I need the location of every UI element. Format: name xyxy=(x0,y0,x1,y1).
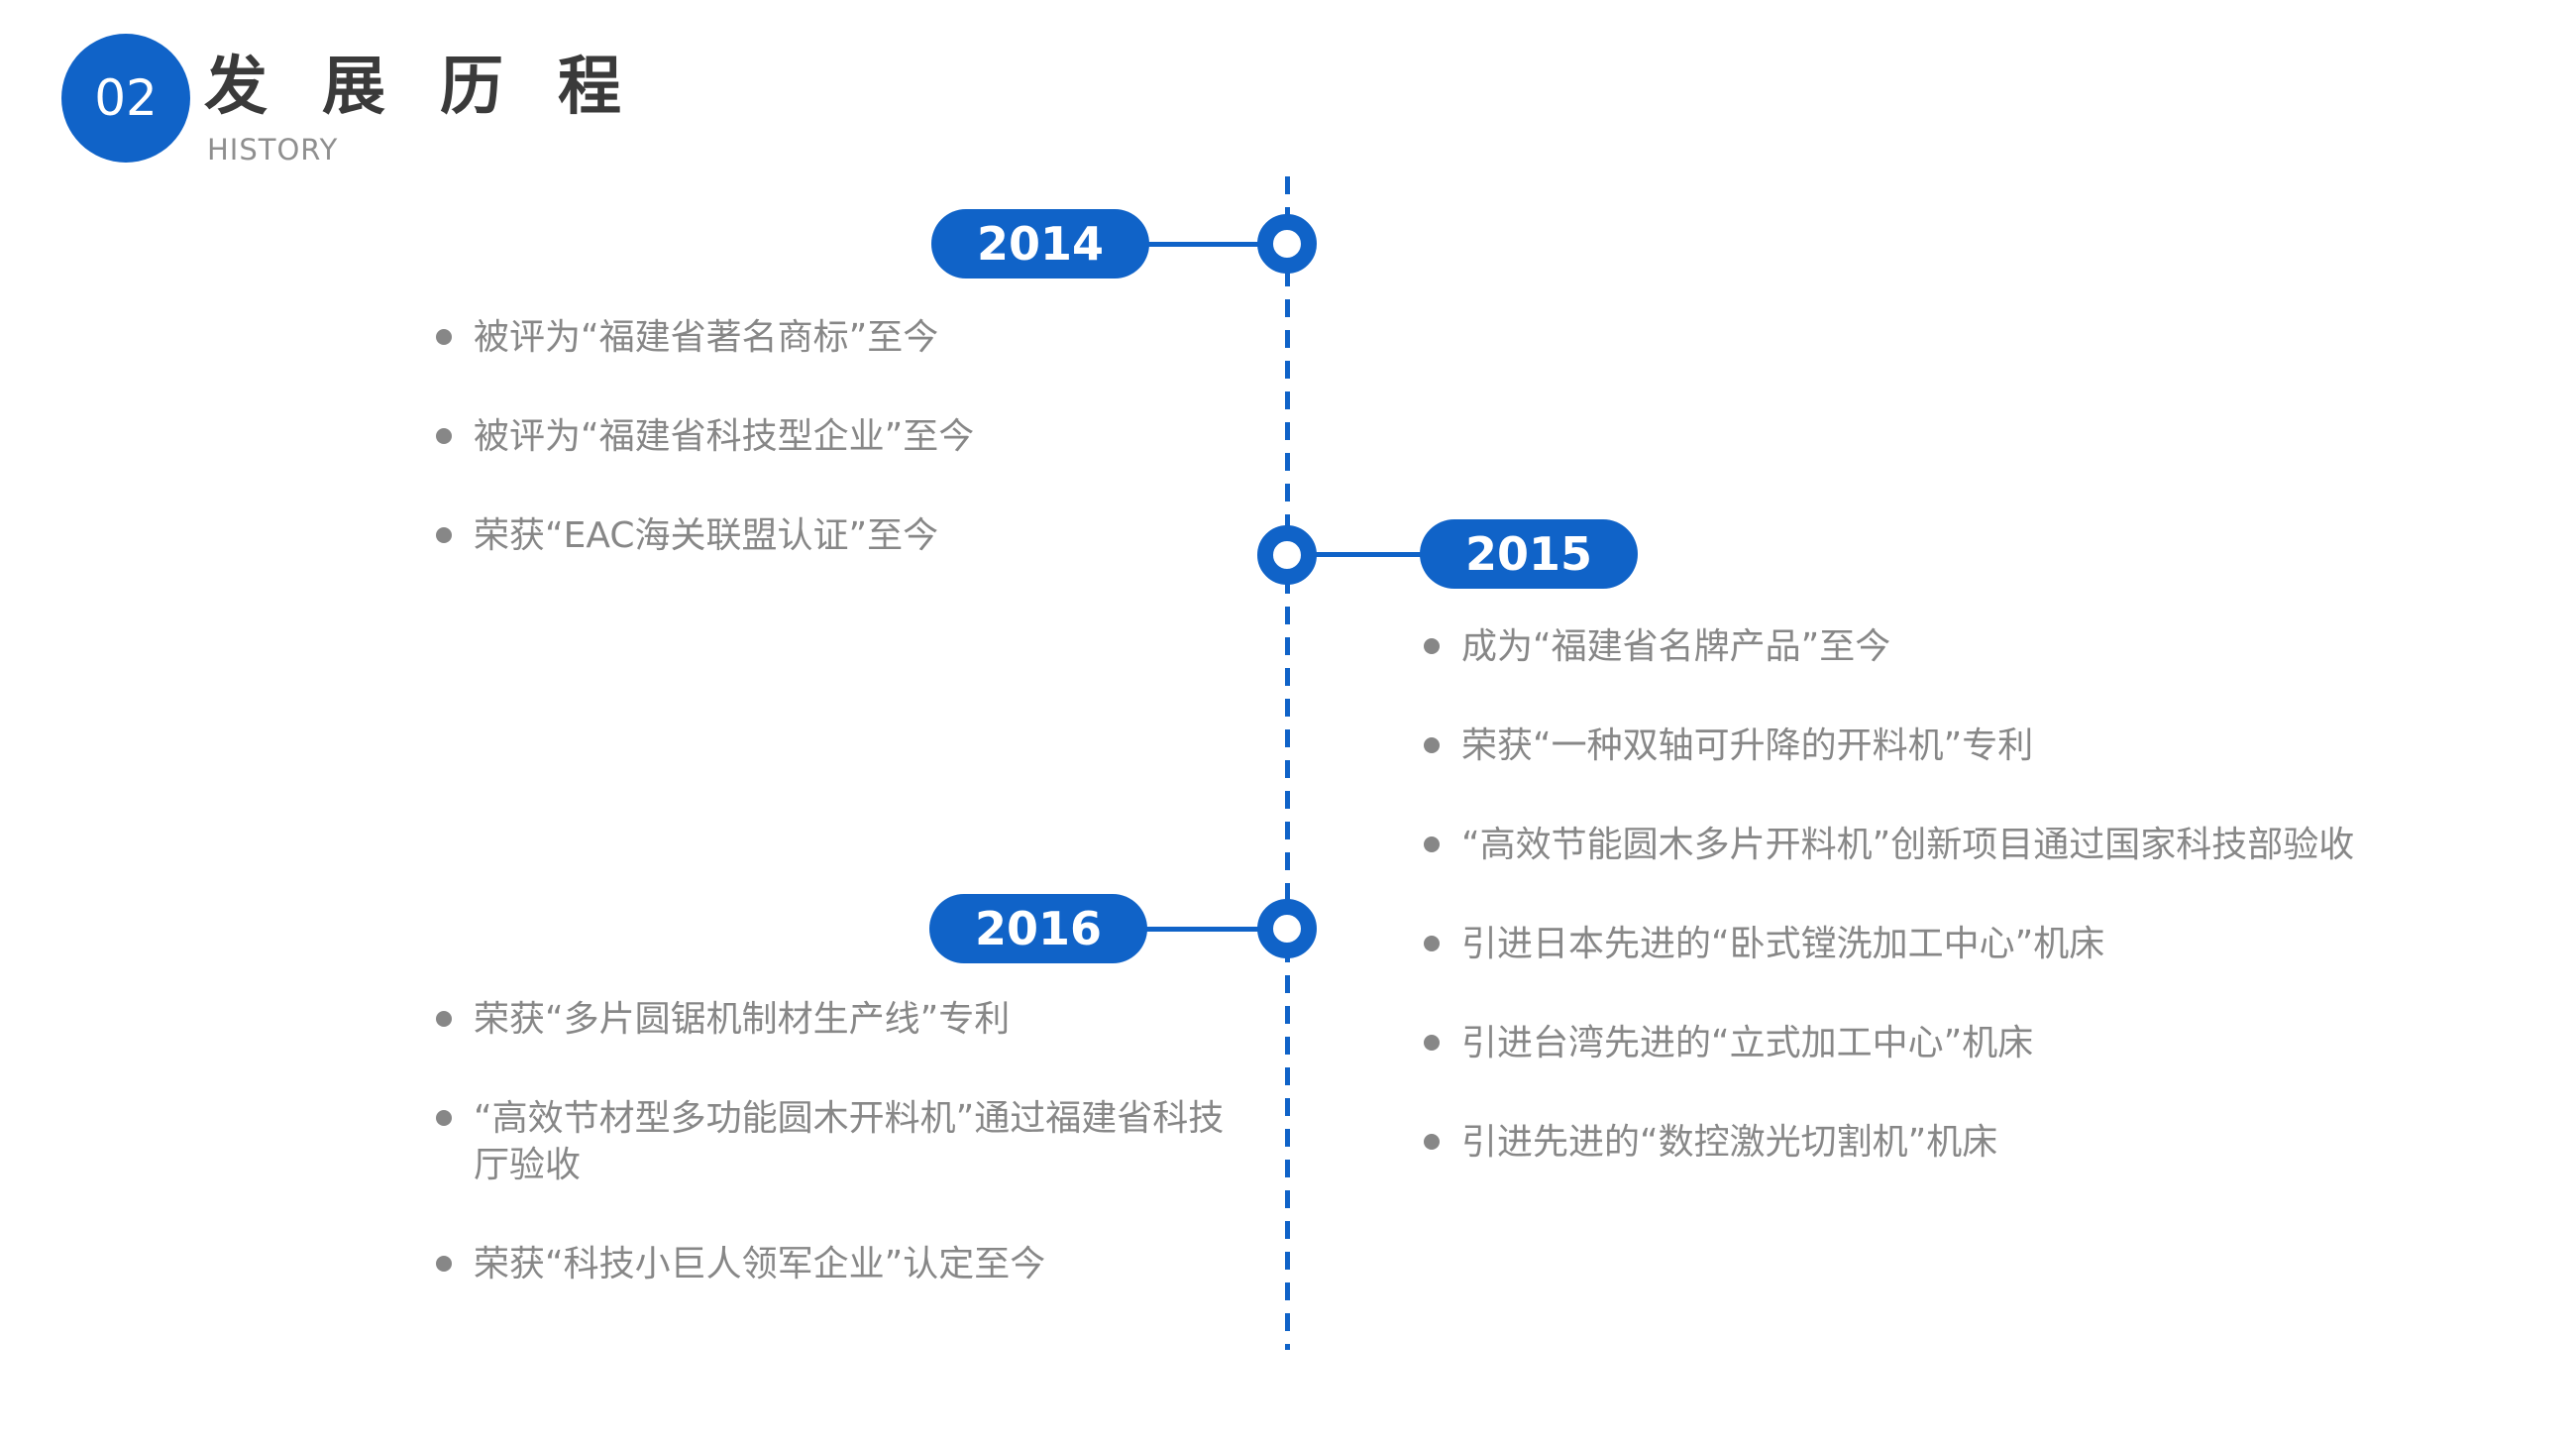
list-item: 荣获“一种双轴可升降的开料机”专利 xyxy=(1424,723,2533,769)
page-title: 发展历程 xyxy=(204,51,676,124)
bullet-icon xyxy=(1424,1035,1440,1051)
connector-line-2015 xyxy=(1314,552,1425,557)
list-item: 被评为“福建省著名商标”至今 xyxy=(436,314,1347,361)
timeline-node-2015 xyxy=(1257,525,1317,585)
timeline-node-2014 xyxy=(1257,214,1317,274)
bullet-icon xyxy=(436,1011,452,1027)
event-list-2016: 荣获“多片圆锯机制材生产线”专利 “高效节材型多功能圆木开料机”通过福建省科技厅… xyxy=(436,996,1229,1340)
list-item: 引进台湾先进的“立式加工中心”机床 xyxy=(1424,1020,2533,1066)
list-item-text: 荣获“科技小巨人领军企业”认定至今 xyxy=(474,1244,1046,1284)
bullet-icon xyxy=(436,527,452,543)
list-item-text: 引进台湾先进的“立式加工中心”机床 xyxy=(1461,1023,2034,1063)
year-badge-2016: 2016 xyxy=(929,894,1147,963)
list-item-text: 成为“福建省名牌产品”至今 xyxy=(1461,626,1891,667)
bullet-icon xyxy=(1424,836,1440,852)
bullet-icon xyxy=(436,1256,452,1272)
list-item-text: “高效节材型多功能圆木开料机”通过福建省科技厅验收 xyxy=(474,1098,1225,1185)
event-list-2014: 被评为“福建省著名商标”至今 被评为“福建省科技型企业”至今 荣获“EAC海关联… xyxy=(436,314,1347,612)
list-item: 荣获“EAC海关联盟认证”至今 xyxy=(436,512,1347,559)
list-item: “高效节材型多功能圆木开料机”通过福建省科技厅验收 xyxy=(436,1095,1229,1188)
bullet-icon xyxy=(436,428,452,444)
timeline-node-2016 xyxy=(1257,899,1317,958)
year-badge-2014: 2014 xyxy=(931,209,1149,279)
list-item: 成为“福建省名牌产品”至今 xyxy=(1424,623,2533,670)
list-item-text: 引进先进的“数控激光切割机”机床 xyxy=(1461,1122,1998,1163)
bullet-icon xyxy=(1424,1134,1440,1150)
bullet-icon xyxy=(1424,638,1440,654)
list-item-text: 荣获“EAC海关联盟认证”至今 xyxy=(474,515,939,556)
list-item: 荣获“多片圆锯机制材生产线”专利 xyxy=(436,996,1229,1043)
list-item: 引进日本先进的“卧式镗洗加工中心”机床 xyxy=(1424,921,2533,967)
page-subtitle: HISTORY xyxy=(207,133,339,167)
event-list-2015: 成为“福建省名牌产品”至今 荣获“一种双轴可升降的开料机”专利 “高效节能圆木多… xyxy=(1424,623,2533,1218)
list-item-text: 被评为“福建省著名商标”至今 xyxy=(474,317,939,358)
connector-line-2014 xyxy=(1145,242,1264,247)
list-item-text: 荣获“一种双轴可升降的开料机”专利 xyxy=(1461,725,2034,766)
connector-line-2016 xyxy=(1139,927,1264,932)
bullet-icon xyxy=(436,1110,452,1126)
list-item: 被评为“福建省科技型企业”至今 xyxy=(436,413,1347,460)
year-badge-2015: 2015 xyxy=(1420,519,1638,589)
list-item-text: 被评为“福建省科技型企业”至今 xyxy=(474,416,975,457)
section-number: 02 xyxy=(94,69,158,127)
list-item-text: 荣获“多片圆锯机制材生产线”专利 xyxy=(474,999,1011,1040)
bullet-icon xyxy=(436,329,452,345)
list-item: 引进先进的“数控激光切割机”机床 xyxy=(1424,1119,2533,1166)
bullet-icon xyxy=(1424,737,1440,753)
list-item: 荣获“科技小巨人领军企业”认定至今 xyxy=(436,1241,1229,1287)
timeline-axis-dashed-line xyxy=(1285,176,1290,1350)
bullet-icon xyxy=(1424,936,1440,951)
list-item-text: 引进日本先进的“卧式镗洗加工中心”机床 xyxy=(1461,924,2105,964)
section-number-badge: 02 xyxy=(61,34,190,163)
list-item-text: “高效节能圆木多片开料机”创新项目通过国家科技部验收 xyxy=(1461,825,2355,865)
list-item: “高效节能圆木多片开料机”创新项目通过国家科技部验收 xyxy=(1424,822,2533,868)
